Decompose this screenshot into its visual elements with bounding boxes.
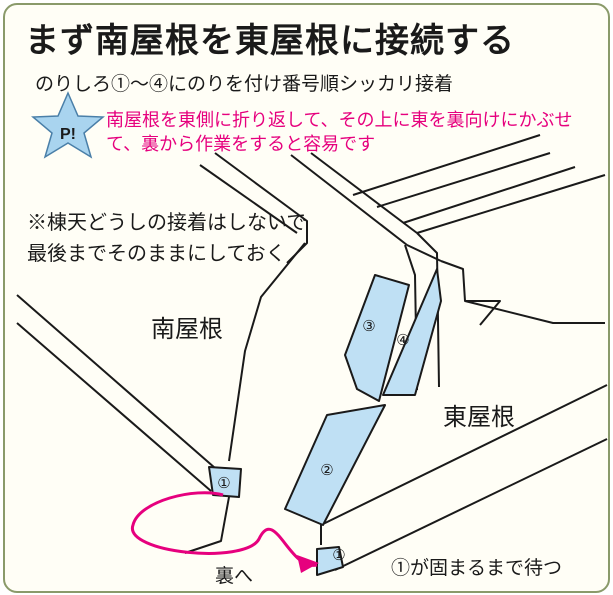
back-side-label: 裏へ: [215, 565, 254, 587]
glue-tab-4: [382, 268, 442, 396]
tab-label-1-south: ①: [217, 474, 230, 492]
east-roof-ridge-lines: [199, 134, 606, 391]
star-badge-label: P!: [60, 126, 76, 143]
page-title: まず南屋根を東屋根に接続する: [25, 21, 515, 61]
glue-tab-3: [344, 274, 410, 402]
fold-arrow: [131, 491, 319, 573]
glue-tab-2: [284, 404, 386, 526]
page-subtitle: のりしろ①〜④にのりを付け番号順シッカリ接着: [35, 73, 454, 95]
tip-text: 南屋根を東側に折り返して、その上に東を裏向けにかぶせて、裏から作業をすると容易で…: [106, 110, 573, 155]
wait-label: ①が固まるまで待つ: [391, 557, 563, 579]
south-roof-label: 南屋根: [151, 315, 223, 343]
east-roof-label: 東屋根: [443, 403, 515, 431]
roof-assembly-diagram: ① ① ② ③ ④ P!: [16, 91, 608, 576]
diagram-frame: ① ① ② ③ ④ P! まず南屋根を東屋根に接続する のりしろ①〜④にのりを付…: [3, 3, 610, 593]
glue-tab-1-south: [208, 466, 242, 498]
tab-label-1-east: ①: [332, 546, 345, 564]
arrow-head: [297, 555, 319, 573]
ridge-note: ※棟天どうしの接着はしないで最後までそのままにしておく: [27, 210, 307, 265]
tab-label-2: ②: [320, 461, 333, 479]
tab-label-4: ④: [396, 331, 409, 349]
south-roof-outline: [16, 242, 306, 554]
tab-label-3: ③: [362, 317, 375, 335]
point-star-icon: P!: [31, 91, 105, 159]
